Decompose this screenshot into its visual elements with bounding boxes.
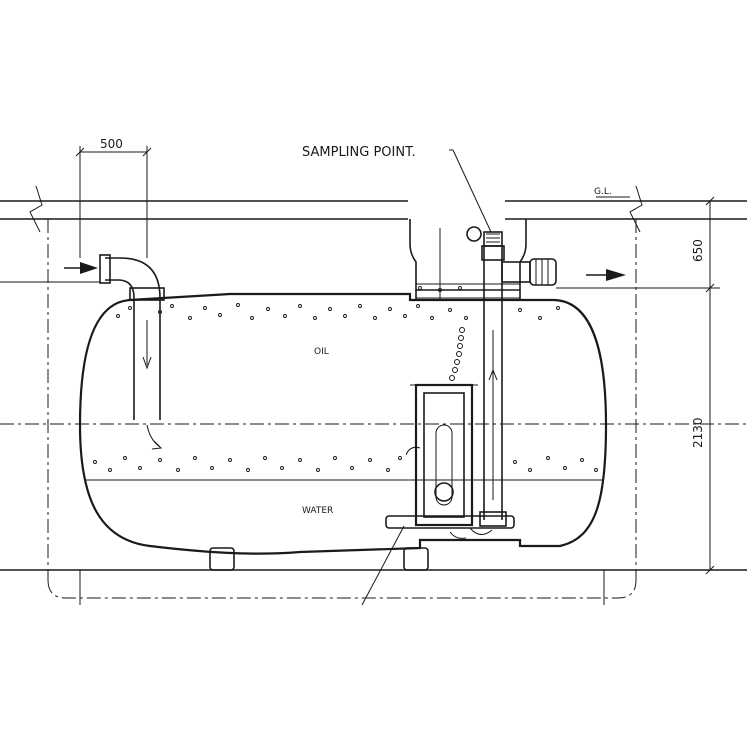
height-dimensions: 650 2130 bbox=[556, 196, 720, 575]
upper-height-label: 650 bbox=[691, 239, 705, 262]
tank-body bbox=[78, 292, 608, 555]
oil-band-top bbox=[116, 286, 560, 320]
inlet-offset-label: 500 bbox=[100, 137, 123, 151]
ground-level: G.L. bbox=[0, 185, 747, 233]
sampling-point: SAMPLING POINT. bbox=[302, 145, 503, 247]
tank-feet bbox=[209, 547, 429, 571]
excavation-outline bbox=[0, 219, 747, 599]
water-label: WATER bbox=[302, 506, 333, 516]
access-riser bbox=[409, 219, 527, 300]
oil-label: OIL bbox=[314, 347, 329, 357]
outlet-flow-arrow bbox=[586, 269, 626, 281]
inlet-flow-arrow bbox=[0, 262, 100, 283]
filter-cartridge bbox=[385, 383, 515, 539]
lifting-chain bbox=[449, 327, 465, 381]
base-leader bbox=[361, 525, 405, 606]
outlet-pipe bbox=[501, 258, 557, 286]
ground-level-label: G.L. bbox=[594, 187, 612, 197]
tank-height-label: 2130 bbox=[691, 417, 705, 448]
inlet-dimension: 500 bbox=[75, 137, 152, 258]
outlet-riser-pipe bbox=[469, 245, 507, 535]
sampling-point-label: SAMPLING POINT. bbox=[302, 145, 416, 160]
inlet-pipe bbox=[99, 254, 165, 450]
oil-water-interface bbox=[84, 456, 602, 481]
